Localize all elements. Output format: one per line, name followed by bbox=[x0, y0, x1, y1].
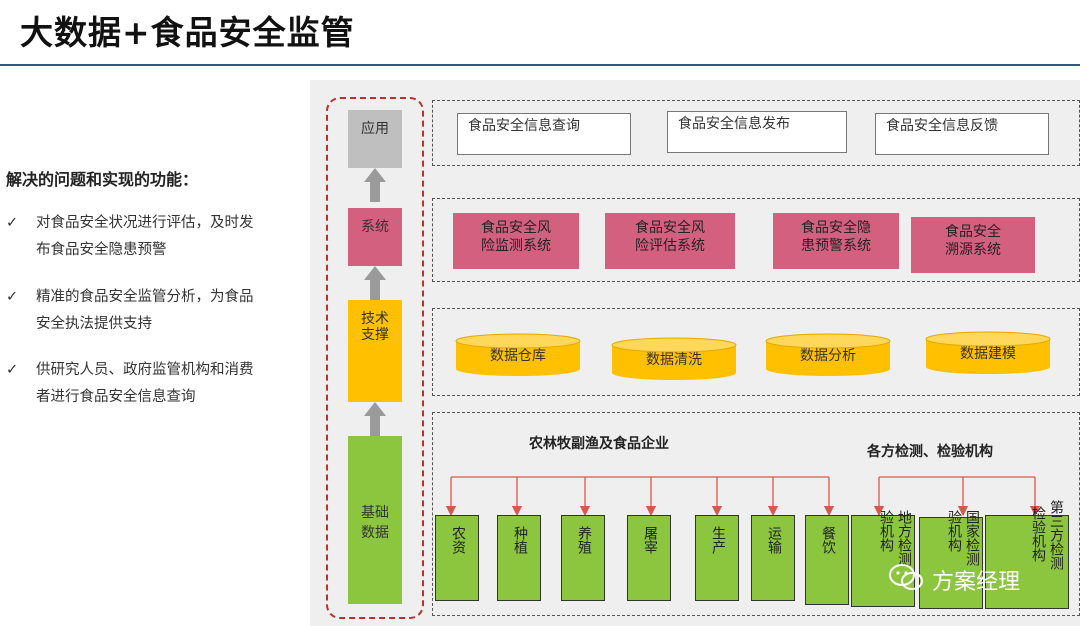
enterprise-box-label: 种植 bbox=[512, 526, 528, 554]
database-cylinder: 数据建模 bbox=[925, 331, 1051, 375]
enterprise-box: 屠宰 bbox=[627, 515, 671, 601]
system-box-line: 险监测系统 bbox=[481, 238, 551, 254]
system-box-line: 食品安全 bbox=[945, 224, 1001, 240]
database-cylinder: 数据仓库 bbox=[455, 333, 581, 377]
system-box: 食品安全风 险监测系统 bbox=[453, 213, 579, 269]
enterprise-box: 生产 bbox=[695, 515, 739, 601]
enterprise-group-label: 农林牧副渔及食品企业 bbox=[529, 436, 669, 452]
cylinder-label: 数据仓库 bbox=[490, 348, 546, 364]
system-box-line: 食品安全风 bbox=[635, 220, 705, 236]
layer-stack-outline bbox=[326, 97, 424, 619]
app-box: 食品安全信息反馈 bbox=[875, 113, 1049, 155]
inspection-box: 检验机构 第三方检测 bbox=[985, 500, 1069, 609]
enterprise-box: 养殖 bbox=[561, 515, 605, 601]
stack-base-label: 基础 bbox=[361, 505, 389, 521]
stack-application: 应用 bbox=[348, 110, 402, 168]
data-layer: 农林牧副渔及食品企业 各方检测、检验机构 农资 种植 养殖 屠宰 生产 运输 餐… bbox=[432, 412, 1080, 616]
database-cylinder: 数据分析 bbox=[765, 333, 891, 377]
stack-base: 基础 数据 bbox=[348, 436, 402, 604]
connector-arrows bbox=[445, 476, 1041, 517]
enterprise-box-label: 农资 bbox=[450, 526, 466, 554]
enterprise-box-label: 养殖 bbox=[576, 526, 592, 554]
system-box-line: 食品安全风 bbox=[481, 220, 551, 236]
inspection-box: 验机构 国家检测 bbox=[919, 510, 983, 609]
system-box-line: 患预警系统 bbox=[801, 238, 871, 254]
wechat-icon bbox=[889, 564, 923, 590]
stack-base-label: 数据 bbox=[361, 525, 389, 541]
stack-system: 系统 bbox=[348, 208, 402, 266]
enterprise-box-label: 餐饮 bbox=[820, 526, 836, 554]
enterprise-box: 农资 bbox=[435, 515, 479, 601]
stack-tech-label: 技术 bbox=[361, 311, 389, 327]
bullet-line: 安全执法提供支持 bbox=[36, 316, 152, 332]
functions-heading: 解决的问题和实现的功能： bbox=[6, 170, 199, 189]
up-arrow-icon bbox=[364, 402, 386, 436]
enterprise-box-label: 屠宰 bbox=[642, 526, 658, 554]
architecture-diagram: 食品安全信息查询 食品安全信息发布 食品安全信息反馈 食品安全风 险监测系统 食… bbox=[310, 80, 1080, 626]
database-cylinder: 数据清洗 bbox=[611, 337, 737, 381]
bullet-item: ✓ 供研究人员、政府监管机构和消费 者进行食品安全信息查询 bbox=[6, 357, 296, 411]
bullet-line: 供研究人员、政府监管机构和消费 bbox=[36, 362, 254, 378]
check-icon: ✓ bbox=[6, 215, 19, 231]
tech-layer: 数据仓库 数据清洗 数据分析 数据建模 bbox=[432, 308, 1080, 396]
application-layer: 食品安全信息查询 食品安全信息发布 食品安全信息反馈 bbox=[432, 100, 1080, 166]
system-box-line: 险评估系统 bbox=[635, 238, 705, 254]
enterprise-box: 运输 bbox=[751, 515, 795, 601]
watermark-text: 方案经理 bbox=[932, 570, 1021, 595]
app-box: 食品安全信息查询 bbox=[457, 113, 631, 155]
bullet-line: 精准的食品安全监管分析，为食品 bbox=[36, 289, 254, 305]
inspection-box-label: 第三方检测 bbox=[1048, 500, 1064, 570]
cylinder-label: 数据建模 bbox=[960, 346, 1016, 362]
stack-system-label: 系统 bbox=[361, 219, 389, 235]
bullet-item: ✓ 精准的食品安全监管分析，为食品 安全执法提供支持 bbox=[6, 284, 296, 338]
inspection-box-label: 验机构 bbox=[946, 510, 962, 552]
bullet-item: ✓ 对食品安全状况进行评估，及时发 布食品安全隐患预警 bbox=[6, 210, 296, 264]
inspection-box: 验机构 地方检测 bbox=[851, 510, 915, 607]
stack-application-label: 应用 bbox=[361, 121, 389, 137]
enterprise-box: 种植 bbox=[497, 515, 541, 601]
system-layer: 食品安全风 险监测系统 食品安全风 险评估系统 食品安全隐 患预警系统 食品安全… bbox=[432, 198, 1080, 282]
inspection-box-label: 检验机构 bbox=[1030, 506, 1046, 562]
enterprise-box-label: 生产 bbox=[710, 526, 726, 554]
title-divider bbox=[0, 64, 1080, 66]
cylinder-label: 数据清洗 bbox=[646, 352, 702, 368]
page-title: 大数据+食品安全监管 bbox=[20, 13, 355, 52]
enterprise-box: 餐饮 bbox=[805, 515, 849, 605]
inspection-box-label: 验机构 bbox=[878, 510, 894, 552]
inspection-group-label: 各方检测、检验机构 bbox=[867, 444, 993, 460]
system-box: 食品安全隐 患预警系统 bbox=[773, 213, 899, 269]
system-box: 食品安全 溯源系统 bbox=[911, 217, 1035, 273]
up-arrow-icon bbox=[364, 266, 386, 300]
app-box: 食品安全信息发布 bbox=[667, 111, 847, 153]
stack-tech-label: 支撑 bbox=[361, 327, 389, 343]
enterprise-box-label: 运输 bbox=[766, 526, 782, 554]
check-icon: ✓ bbox=[6, 289, 19, 305]
check-icon: ✓ bbox=[6, 362, 19, 378]
cylinder-label: 数据分析 bbox=[800, 348, 856, 364]
up-arrow-icon bbox=[364, 168, 386, 202]
bullet-line: 布食品安全隐患预警 bbox=[36, 242, 167, 258]
system-box: 食品安全风 险评估系统 bbox=[605, 213, 735, 269]
bullet-line: 者进行食品安全信息查询 bbox=[36, 389, 196, 405]
bullet-line: 对食品安全状况进行评估，及时发 bbox=[36, 215, 254, 231]
inspection-box-label: 地方检测 bbox=[896, 510, 912, 566]
system-box-line: 溯源系统 bbox=[945, 242, 1001, 258]
system-box-line: 食品安全隐 bbox=[801, 220, 871, 236]
stack-tech: 技术 支撑 bbox=[348, 300, 402, 402]
inspection-box-label: 国家检测 bbox=[964, 510, 980, 566]
